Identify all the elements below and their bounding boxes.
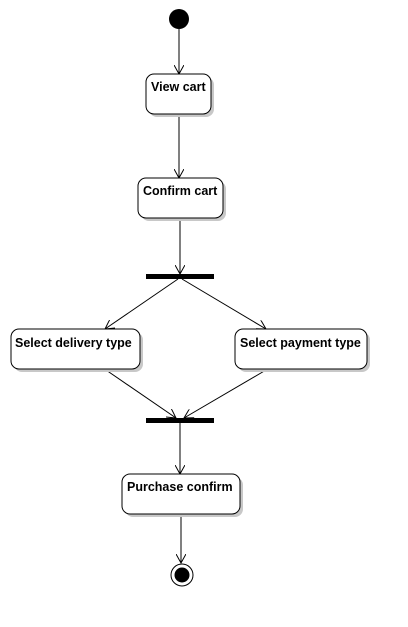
fork-bar	[146, 274, 214, 279]
initial-node	[169, 9, 189, 29]
action-select-payment-type: Select payment type	[234, 328, 370, 372]
edge-select-delivery-to-join	[105, 369, 176, 418]
action-label-select-payment-type: Select payment type	[240, 336, 361, 350]
edge-select-payment-to-join	[184, 369, 267, 418]
edge-fork-to-select-payment	[181, 278, 266, 329]
action-label-purchase-confirm: Purchase confirm	[127, 480, 233, 494]
action-purchase-confirm: Purchase confirm	[121, 473, 243, 517]
edges	[105, 29, 266, 563]
final-node	[170, 563, 194, 587]
action-view-cart: View cart	[145, 73, 214, 117]
action-label-select-delivery-type: Select delivery type	[15, 336, 132, 350]
action-select-delivery-type: Select delivery type	[10, 328, 143, 372]
action-confirm-cart: Confirm cart	[137, 177, 226, 221]
action-label-view-cart: View cart	[151, 80, 207, 94]
action-label-confirm-cart: Confirm cart	[143, 184, 218, 198]
edge-fork-to-select-delivery	[105, 278, 179, 329]
join-bar	[146, 418, 214, 423]
